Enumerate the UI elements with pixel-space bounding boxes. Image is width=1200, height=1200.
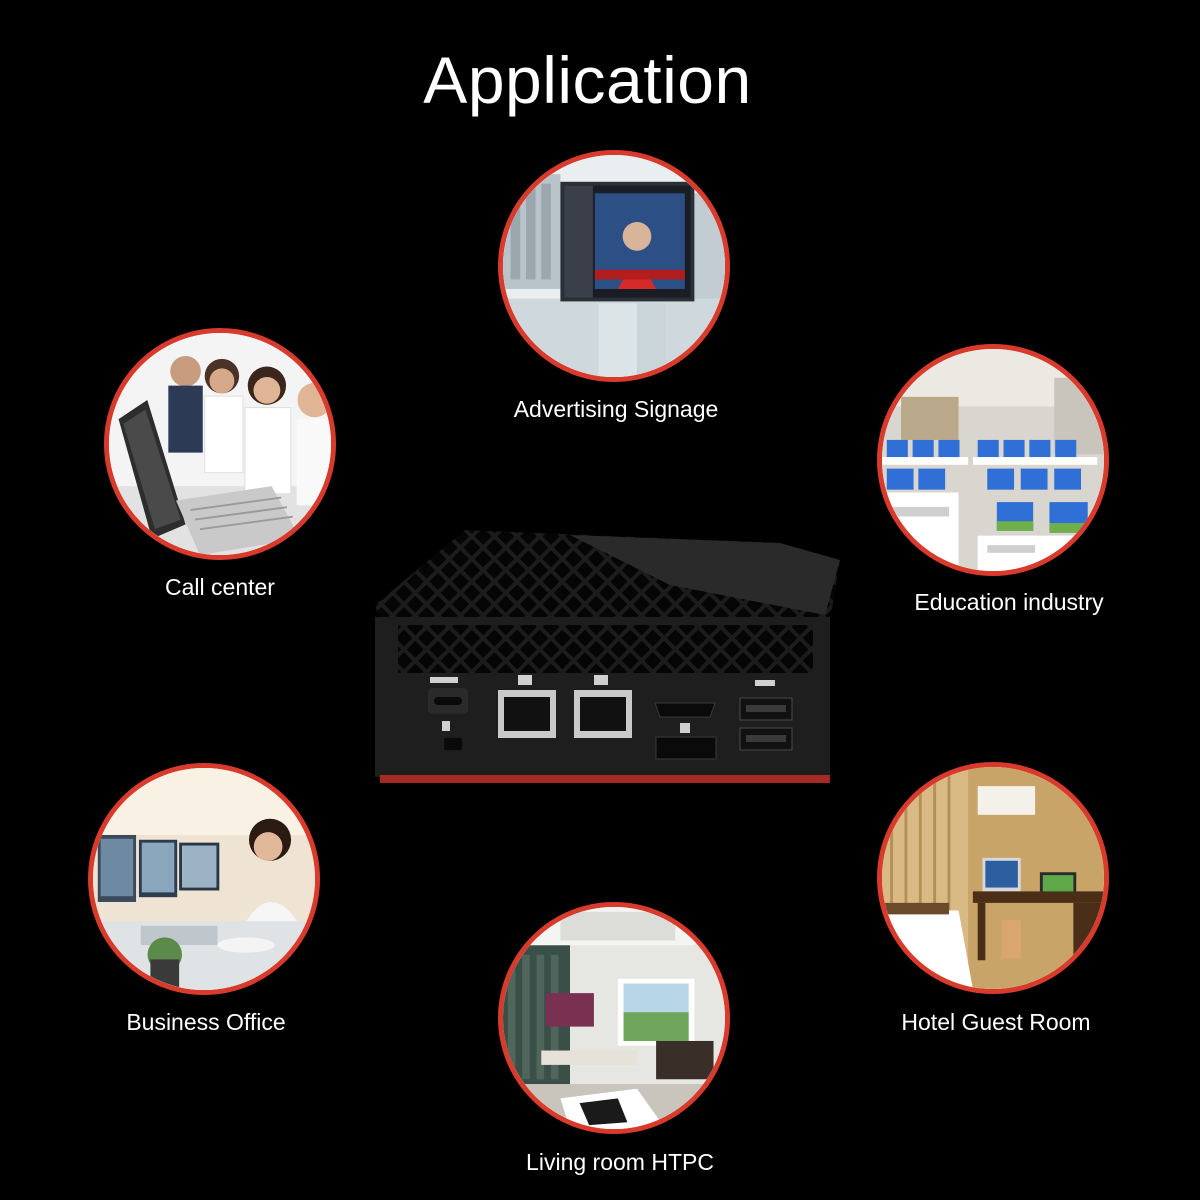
business-office-photo-icon [93, 768, 315, 990]
call-center-image [104, 328, 336, 560]
page-title: Application [423, 43, 752, 117]
displayport-port [655, 736, 717, 760]
computer-classroom-photo-icon [882, 349, 1104, 571]
mini-pc-photo-icon [375, 530, 840, 783]
call-center-label: Call center [165, 574, 275, 600]
advertising-signage-label: Advertising Signage [513, 396, 719, 422]
education-industry-image [877, 344, 1109, 576]
hotel-room-photo-icon [882, 767, 1104, 989]
hotel-guest-room-image [877, 762, 1109, 994]
advertising-signage-image [498, 150, 730, 382]
call-center-photo-icon [109, 333, 331, 555]
hotel-guest-room-label: Hotel Guest Room [901, 1009, 1091, 1035]
mini-pc-device [370, 525, 840, 795]
living-room-htpc-label: Living room HTPC [526, 1149, 714, 1175]
kensington-lock-slot [444, 738, 462, 750]
education-industry-label: Education industry [914, 589, 1104, 615]
business-office-label: Business Office [126, 1009, 286, 1035]
digital-signage-photo-icon [503, 155, 725, 377]
hdmi-port [654, 702, 716, 718]
business-office-image [88, 763, 320, 995]
living-room-photo-icon [503, 907, 725, 1129]
living-room-htpc-image [498, 902, 730, 1134]
